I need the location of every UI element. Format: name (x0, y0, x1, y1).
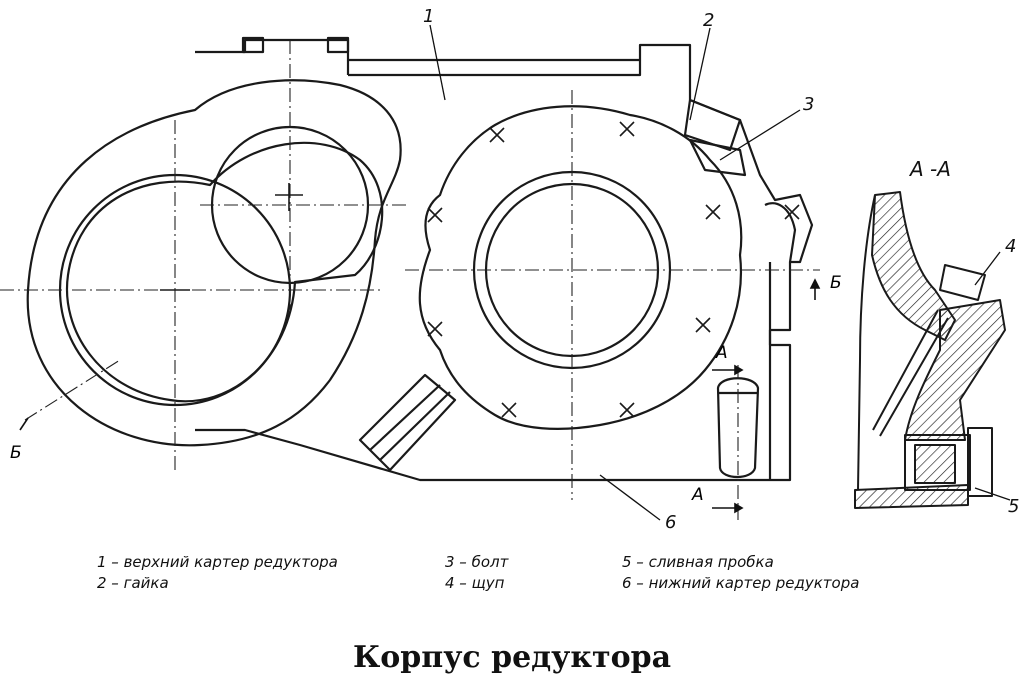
callout-1: 1 (423, 6, 434, 27)
legend-col-2: 3 – болт 4 – щуп (445, 552, 508, 594)
left-boss-outer (26, 79, 402, 447)
section-title: А -А (908, 157, 951, 181)
legend-item: 2 – гайка (97, 574, 169, 592)
callout-4: 4 (1005, 236, 1016, 257)
figure-caption: Корпус редуктора (352, 640, 672, 675)
gearbox-housing-drawing: А А Б Б 1 2 3 4 5 6 А -А (0, 6, 1019, 533)
callout-5: 5 (1008, 496, 1019, 517)
drain-plug (904, 434, 971, 491)
main-view (26, 36, 814, 482)
bolt-marks (160, 121, 800, 418)
top-lug-left (241, 36, 265, 54)
lower-flange (358, 373, 457, 472)
upper-casing-top-step (348, 60, 642, 77)
section-arrows (19, 278, 821, 514)
section-mark-b-right: Б (830, 273, 842, 293)
left-bore-inner (65, 141, 384, 403)
callout-3: 3 (803, 94, 814, 115)
callout-2: 2 (703, 10, 714, 31)
section-mark-a-top: А (715, 343, 728, 363)
dipstick-head (939, 264, 986, 301)
bolt-boss (683, 98, 742, 152)
callout-6: 6 (665, 512, 676, 533)
legend-item: 4 – щуп (445, 574, 505, 592)
top-lug-right (326, 36, 350, 54)
section-mark-b-left: Б (10, 443, 22, 463)
section-mark-a-bottom: А (691, 485, 704, 505)
center-lines (0, 40, 820, 520)
dipstick-slot (716, 377, 760, 479)
legend-item: 6 – нижний картер редуктора (622, 574, 860, 592)
legend-col-3: 5 – сливная пробка 6 – нижний картер ред… (622, 552, 859, 594)
legend-col-1: 1 – верхний картер редуктора 2 – гайка (97, 552, 338, 594)
legend-item: 5 – сливная пробка (622, 553, 774, 571)
section-boss-hatched (904, 299, 1006, 441)
legend-item: 3 – болт (445, 553, 509, 571)
section-base-hatched (854, 484, 969, 509)
legend-item: 1 – верхний картер редуктора (97, 553, 338, 571)
callout-leaders (429, 24, 1011, 521)
callout-numbers: 1 2 3 4 5 6 (423, 6, 1019, 533)
section-view (854, 191, 1006, 509)
right-boss-outer (418, 105, 743, 430)
dipstick-rod (872, 309, 949, 437)
